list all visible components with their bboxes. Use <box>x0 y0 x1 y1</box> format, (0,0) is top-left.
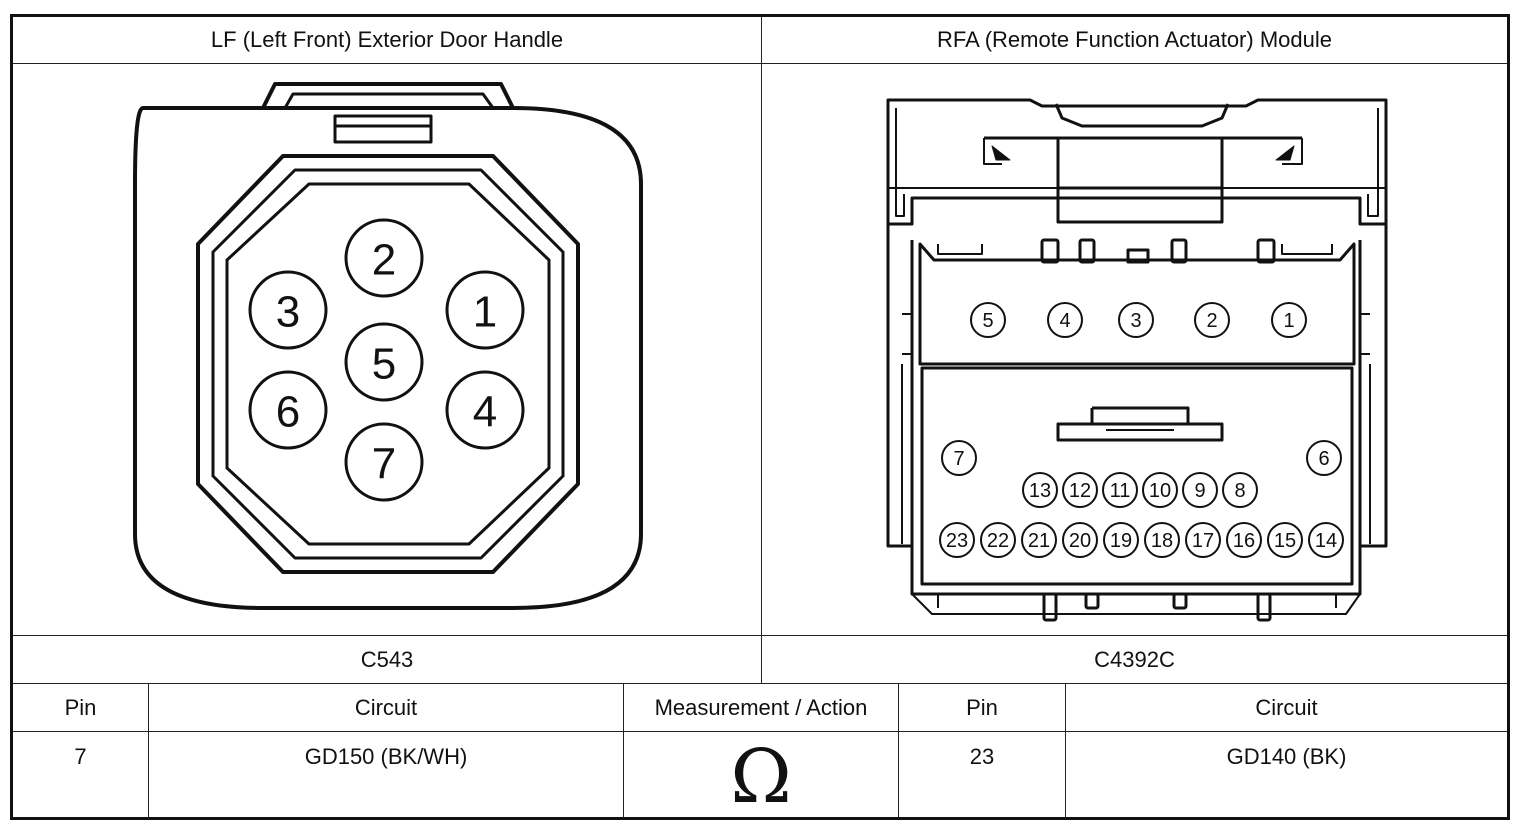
c543-pin-6 <box>248 370 328 450</box>
c4392c-pin-label-5: 5 <box>982 310 993 332</box>
c4392c-pin-label-22: 22 <box>987 530 1009 552</box>
c4392c-pin-20 <box>1062 522 1098 558</box>
ohm-symbol-icon: Ω <box>730 734 792 820</box>
c4392c-pin-14 <box>1308 522 1344 558</box>
c543-pin-3 <box>248 270 328 350</box>
left-connector-diagram: 2 3 1 5 6 4 7 <box>133 82 643 610</box>
c4392c-pin-label-23: 23 <box>946 530 968 552</box>
c543-pin-1 <box>445 270 525 350</box>
c4392c-pin-3 <box>1118 302 1154 338</box>
header-measurement: Measurement / Action <box>654 694 868 720</box>
c4392c-pin-label-9: 9 <box>1194 480 1205 502</box>
c4392c-pins <box>939 302 1344 558</box>
c4392c-pin-23 <box>939 522 975 558</box>
c543-pin-label-4: 4 <box>473 388 497 437</box>
divider-title <box>13 63 1507 64</box>
divider-ids <box>13 683 1507 684</box>
c4392c-pin-7 <box>941 440 977 476</box>
c4392c-pin-2 <box>1194 302 1230 338</box>
c543-pin-2 <box>344 218 424 298</box>
c4392c-pin-label-11: 11 <box>1110 480 1131 502</box>
c4392c-pin-10 <box>1142 472 1178 508</box>
c543-pin-7 <box>344 422 424 502</box>
c543-pins <box>248 218 525 502</box>
row-pin-left: 7 <box>74 744 87 769</box>
c4392c-pin-18 <box>1144 522 1180 558</box>
c543-pin-label-1: 1 <box>473 288 497 337</box>
c4392c-pin-15 <box>1267 522 1303 558</box>
c4392c-pin-label-8: 8 <box>1234 480 1245 502</box>
right-connector-title: RFA (Remote Function Actuator) Module <box>937 27 1332 52</box>
c4392c-pin-16 <box>1226 522 1262 558</box>
c4392c-pin-19 <box>1103 522 1139 558</box>
c4392c-pin-label-12: 12 <box>1069 480 1091 502</box>
c4392c-pin-label-4: 4 <box>1059 310 1070 332</box>
c4392c-pin-21 <box>1021 522 1057 558</box>
c543-pin-label-7: 7 <box>372 440 396 489</box>
divider-center <box>761 17 762 684</box>
divider-images <box>13 635 1507 636</box>
c543-pin-5 <box>344 322 424 402</box>
c4392c-pin-label-6: 6 <box>1318 448 1329 470</box>
c4392c-pin-11 <box>1102 472 1138 508</box>
c4392c-pin-17 <box>1185 522 1221 558</box>
c4392c-pin-8 <box>1222 472 1258 508</box>
c4392c-pin-label-19: 19 <box>1110 530 1132 552</box>
divider-col3 <box>898 684 899 818</box>
c4392c-pin-label-13: 13 <box>1029 480 1051 502</box>
divider-col2 <box>623 684 624 818</box>
c4392c-pin-label-7: 7 <box>953 448 964 470</box>
left-connector-id: C543 <box>360 646 414 672</box>
c543-pin-4 <box>445 370 525 450</box>
c543-pin-label-3: 3 <box>276 288 300 337</box>
c4392c-pin-4 <box>1047 302 1083 338</box>
row-circuit-left: GD150 (BK/WH) <box>304 744 468 769</box>
header-circuit-right: Circuit <box>1255 694 1318 720</box>
left-connector-title: LF (Left Front) Exterior Door Handle <box>210 27 564 52</box>
c4392c-pin-22 <box>980 522 1016 558</box>
header-circuit-left: Circuit <box>354 694 418 720</box>
c4392c-pin-9 <box>1182 472 1218 508</box>
c4392c-pin-label-1: 1 <box>1283 310 1294 332</box>
c4392c-pin-12 <box>1062 472 1098 508</box>
row-pin-right: 23 <box>969 744 995 769</box>
divider-col4 <box>1065 684 1066 818</box>
divider-table-header <box>13 731 1507 732</box>
c543-pin-label-5: 5 <box>372 340 396 389</box>
c4392c-pin-label-17: 17 <box>1192 530 1214 552</box>
row-circuit-right: GD140 (BK) <box>1226 744 1347 769</box>
header-pin-left: Pin <box>64 694 97 720</box>
c4392c-pin-label-14: 14 <box>1315 530 1337 552</box>
c4392c-pin-1 <box>1271 302 1307 338</box>
c4392c-pin-label-21: 21 <box>1028 530 1050 552</box>
c4392c-pin-5 <box>970 302 1006 338</box>
c4392c-pin-6 <box>1306 440 1342 476</box>
header-pin-right: Pin <box>966 694 998 720</box>
right-connector-id: C4392C <box>1094 646 1175 672</box>
c4392c-pin-label-2: 2 <box>1206 310 1217 332</box>
c4392c-pin-label-3: 3 <box>1130 310 1141 332</box>
c4392c-pin-label-10: 10 <box>1149 480 1171 502</box>
c4392c-pin-label-16: 16 <box>1233 530 1255 552</box>
c4392c-pin-13 <box>1022 472 1058 508</box>
c543-pin-label-6: 6 <box>276 388 300 437</box>
divider-col1 <box>148 684 149 818</box>
c4392c-pin-label-20: 20 <box>1069 530 1091 552</box>
c543-pin-label-2: 2 <box>372 236 396 285</box>
c4392c-pin-label-18: 18 <box>1151 530 1173 552</box>
c4392c-pin-label-15: 15 <box>1274 530 1296 552</box>
right-connector-diagram: 5 4 3 2 1 7 6 13 12 11 10 9 8 23 22 21 2… <box>886 98 1388 622</box>
diagram-frame <box>10 14 1510 820</box>
